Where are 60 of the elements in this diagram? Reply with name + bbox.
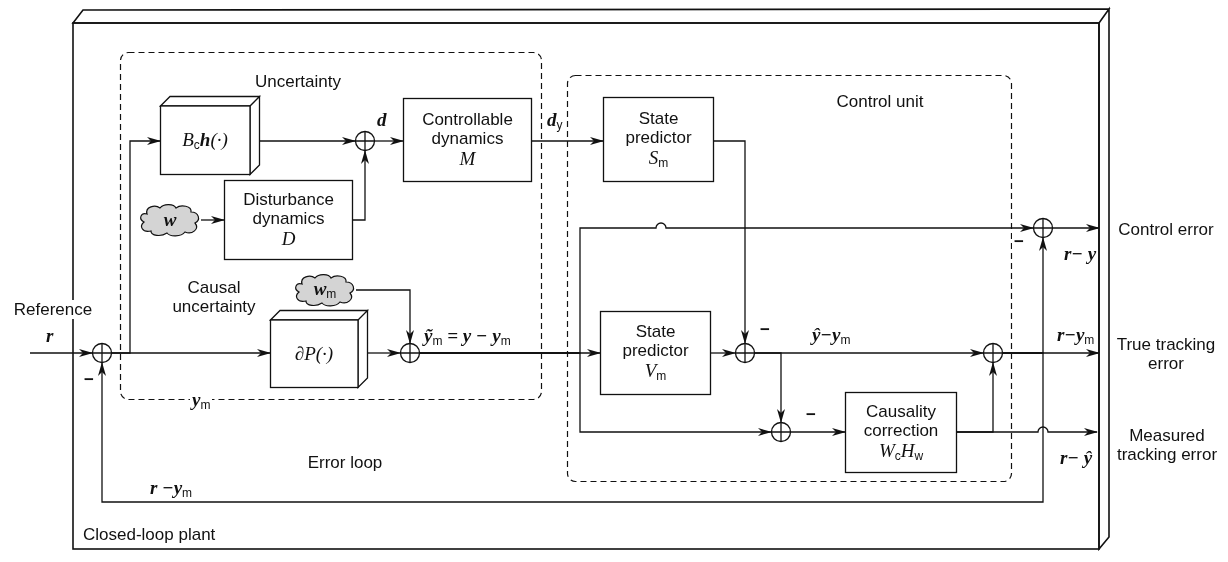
edge-label: ỹ$_{m}$ = y − y$_{m}$ xyxy=(422,326,513,349)
block-symbol: D xyxy=(281,228,296,250)
arrow xyxy=(200,216,225,224)
arrow xyxy=(111,349,271,357)
noise-cloud xyxy=(294,274,356,306)
output-label: Measured tracking error xyxy=(1115,425,1219,465)
arrow xyxy=(374,137,404,145)
arrow xyxy=(956,426,1098,436)
arrow xyxy=(355,289,414,344)
edge-label: r− ŷ xyxy=(1058,448,1095,469)
summing-junction xyxy=(355,131,375,151)
output-label: Control error xyxy=(1117,220,1215,240)
arrow xyxy=(531,137,604,145)
summing-junction xyxy=(983,343,1003,363)
arrow xyxy=(710,349,736,357)
block-symbol: S$_{m}$ xyxy=(648,146,669,171)
block-box-3d xyxy=(160,96,260,175)
block-box xyxy=(224,180,353,260)
arrow xyxy=(790,428,846,436)
output-label: True tracking error xyxy=(1116,334,1216,374)
arrow xyxy=(419,352,772,436)
block-symbol: B$_{c}$h(·) xyxy=(182,128,228,153)
block-label: State predictor xyxy=(624,108,693,147)
edge-label: d$_{y}$ xyxy=(545,110,565,133)
block-box xyxy=(845,392,957,473)
summing-junction xyxy=(735,343,755,363)
block-box xyxy=(603,97,714,182)
region-title: Uncertainty xyxy=(255,72,341,92)
block-box xyxy=(600,311,711,395)
block-symbol: M xyxy=(459,148,476,170)
summing-junction xyxy=(92,343,112,363)
arrow xyxy=(352,150,369,221)
block-label: State predictor xyxy=(621,322,690,361)
arrow xyxy=(98,352,1044,503)
block-box xyxy=(403,98,532,182)
summing-junction xyxy=(400,343,420,363)
noise-cloud xyxy=(139,204,201,236)
arrow xyxy=(713,140,749,344)
arrow xyxy=(754,352,785,423)
plant-title: Closed-loop plant xyxy=(83,525,216,545)
dashed-group-region xyxy=(567,75,1012,482)
block-box-3d xyxy=(270,310,368,388)
arrow xyxy=(259,137,356,145)
side-note: Causal uncertainty xyxy=(171,278,257,317)
block-label: Causality correction xyxy=(862,401,940,440)
noise-symbol: w xyxy=(163,209,177,231)
arrow xyxy=(1052,224,1100,232)
block-label: Controllable dynamics xyxy=(421,110,514,149)
arrow xyxy=(29,349,93,357)
arrow xyxy=(367,349,401,357)
block-symbol: ∂P(·) xyxy=(294,343,334,365)
block-label: Disturbance dynamics xyxy=(242,190,335,229)
block-symbol: W$_{c}$H$_{w}$ xyxy=(878,439,924,464)
sign-minus: − xyxy=(1012,232,1026,252)
edge-label: ŷ−y$_{m}$ xyxy=(810,325,853,348)
noise-symbol: w$_{m}$ xyxy=(313,278,337,302)
block-symbol: V$_{m}$ xyxy=(644,360,667,384)
summing-junction xyxy=(771,422,791,442)
summing-junction xyxy=(1033,218,1053,238)
region-title: Control unit xyxy=(835,92,925,112)
